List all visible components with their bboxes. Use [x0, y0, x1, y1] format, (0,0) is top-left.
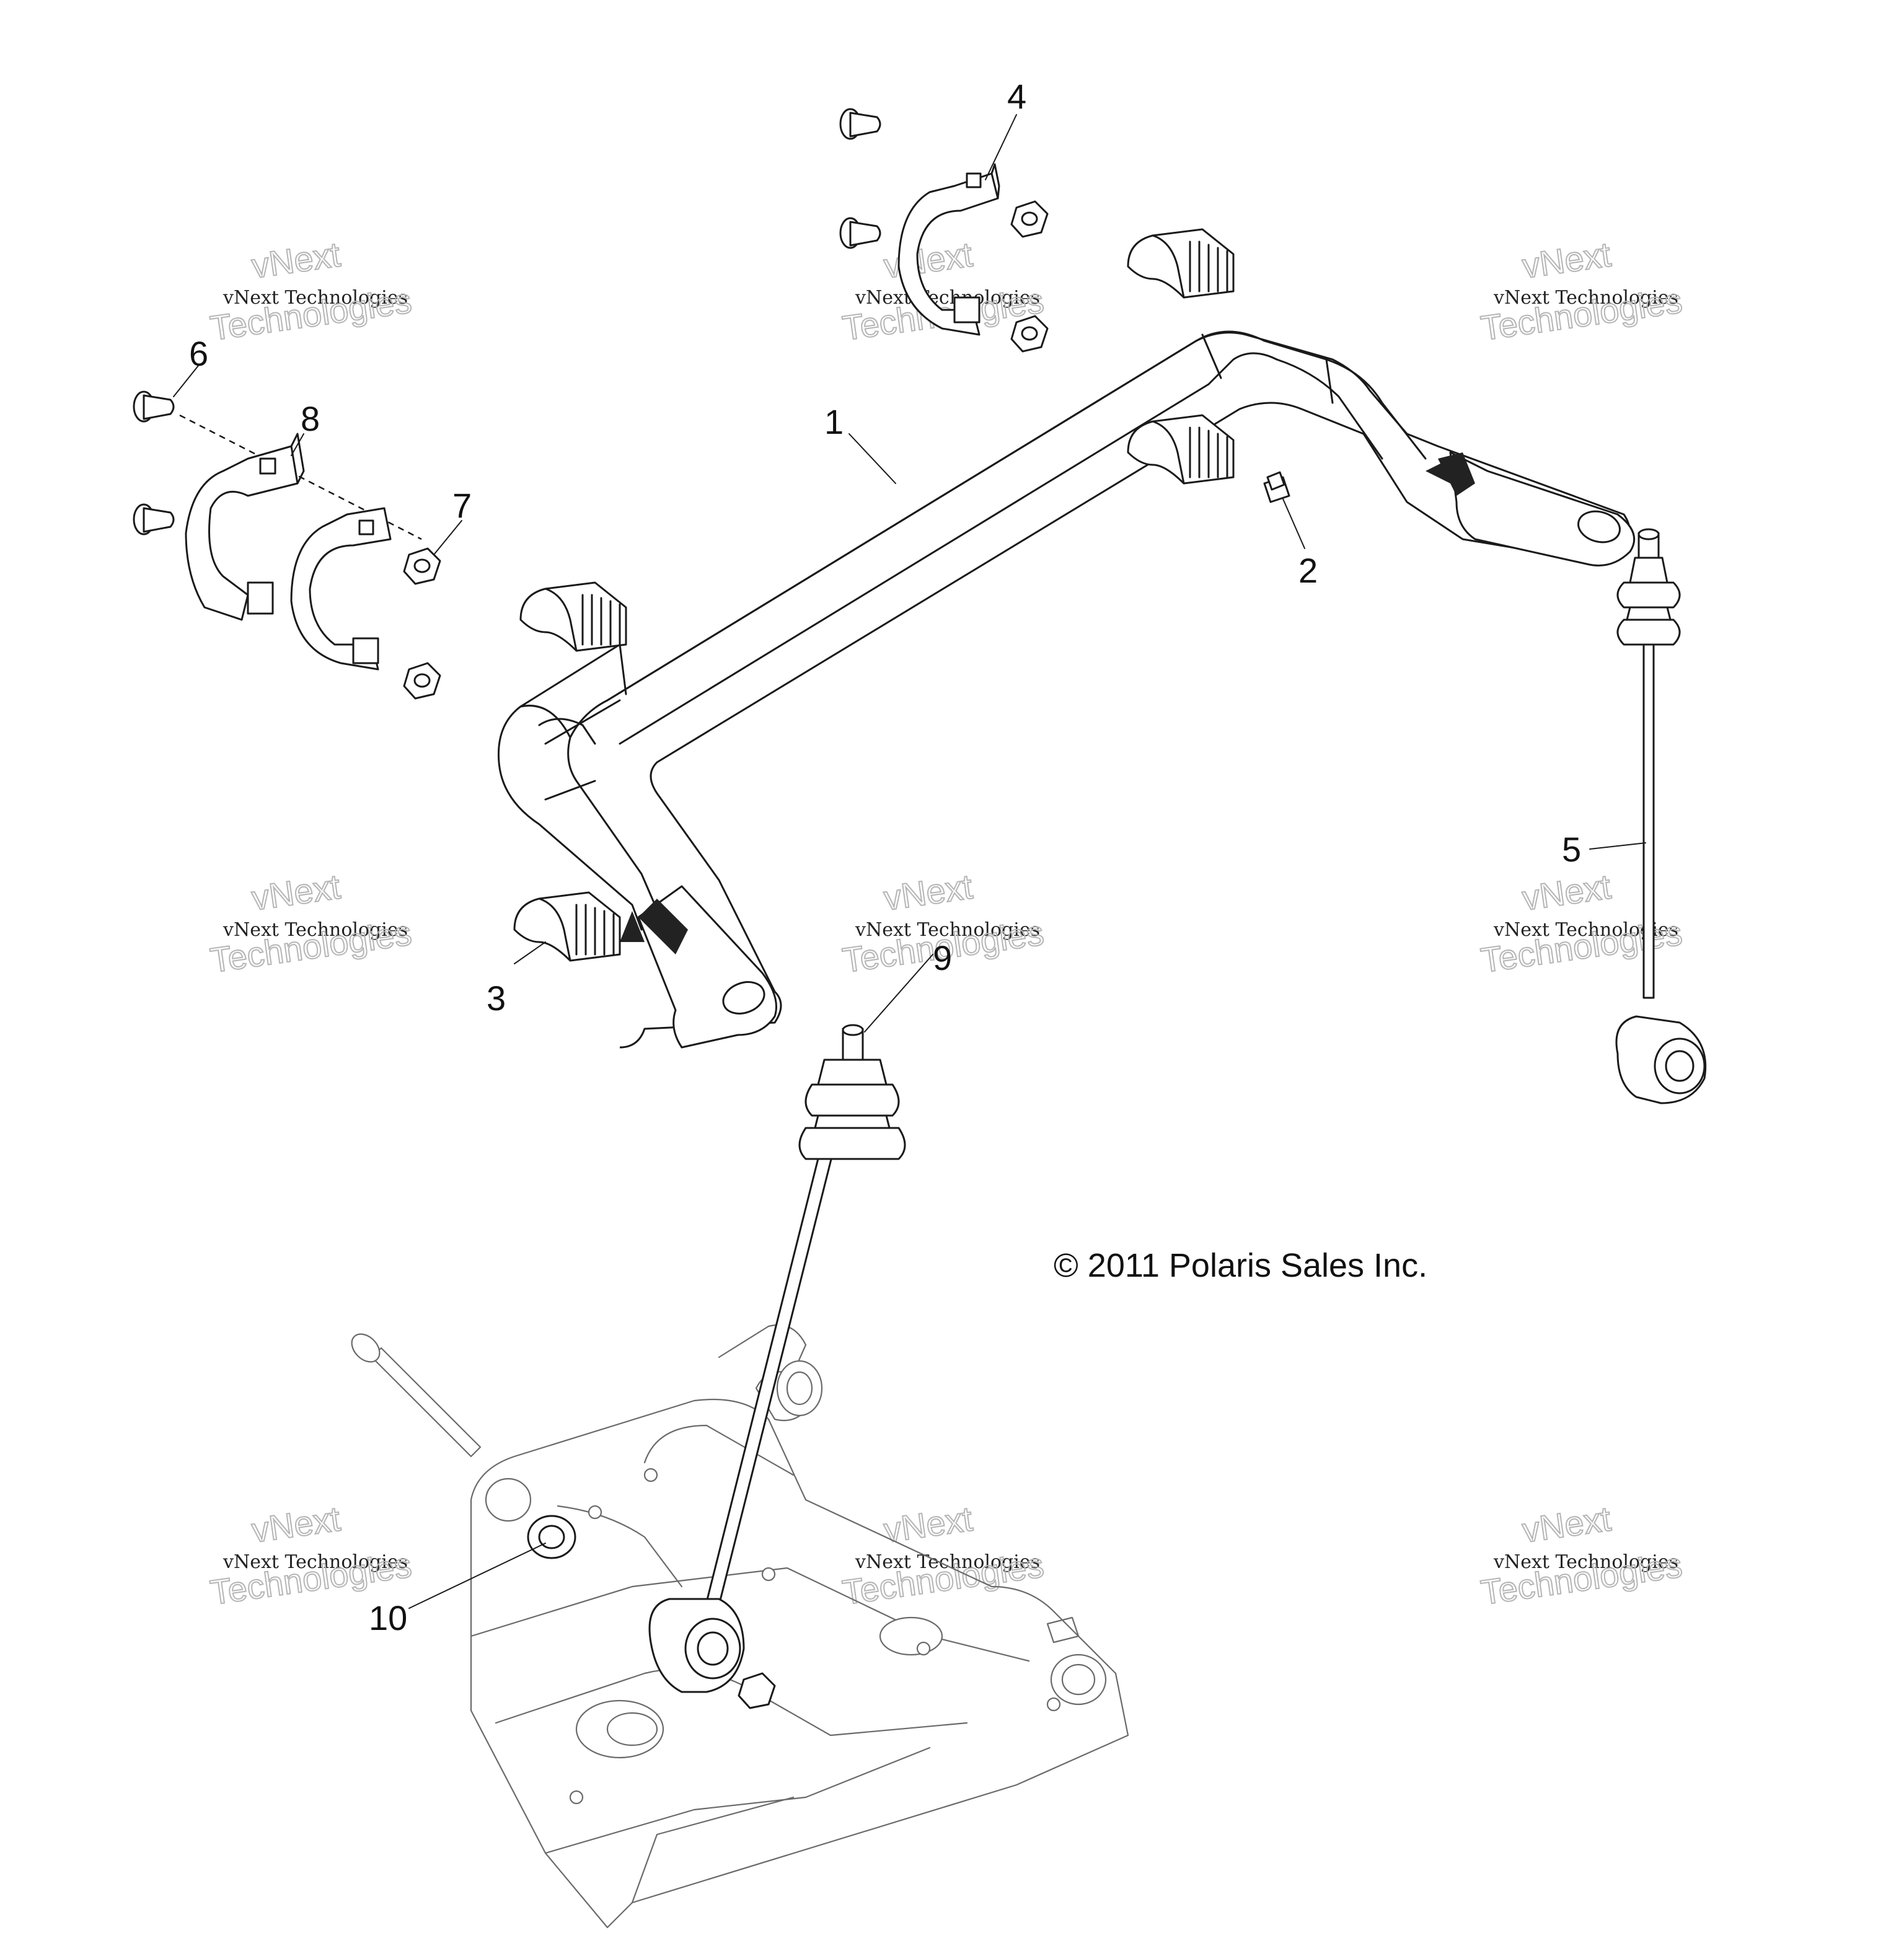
watermark: vNext vNext Technologies Technologies	[207, 1498, 414, 1613]
callout-9: 9	[933, 938, 952, 977]
bushing-3-lower-right	[1127, 414, 1235, 485]
watermark-line1: vNext	[249, 866, 343, 917]
leader-9	[864, 954, 933, 1033]
watermark: vNext vNext Technologies Technologies	[207, 866, 414, 980]
watermark-line1: vNext	[1520, 234, 1613, 285]
bushing-3-upper-left	[519, 581, 627, 652]
grease-fitting	[1046, 1616, 1080, 1644]
leader-2	[1282, 498, 1305, 549]
watermark: vNext vNext Technologies Technologies	[1478, 1498, 1685, 1613]
grease-fitting-2	[1263, 471, 1290, 503]
watermark-group: vNext vNext Technologies Technologies vN…	[207, 234, 1685, 1613]
leader-3	[514, 941, 546, 964]
callout-8: 8	[301, 399, 320, 438]
leader-7	[433, 520, 462, 555]
watermark-line1: vNext	[1520, 866, 1613, 917]
watermark-line1: vNext	[881, 234, 975, 285]
nut-upper-1	[1010, 200, 1049, 238]
stabilizer-bar	[497, 330, 1636, 1049]
lower-control-arm	[351, 1324, 1129, 1929]
watermark: vNext vNext Technologies Technologies	[839, 1498, 1046, 1613]
clamp-left-assembly	[133, 390, 441, 700]
watermark-line1: vNext	[249, 1499, 343, 1549]
leader-5	[1589, 842, 1646, 850]
clamp-upper-assembly	[839, 108, 1049, 353]
bar-left-end	[620, 885, 777, 1049]
bolt-upper-2	[839, 217, 881, 249]
watermark-line2: vNext Technologies	[855, 287, 1040, 309]
clamp-8-rear	[185, 433, 305, 621]
clamp-4	[897, 163, 1000, 336]
bolt-6-upper	[133, 390, 175, 423]
copyright-text: © 2011 Polaris Sales Inc.	[1054, 1247, 1427, 1284]
nut-upper-2	[1010, 315, 1049, 353]
bar-right-end	[1426, 451, 1636, 566]
watermark-line2: vNext Technologies	[1493, 1551, 1678, 1573]
leader-10	[408, 1543, 546, 1609]
callout-7: 7	[452, 486, 472, 525]
callout-10: 10	[369, 1598, 407, 1637]
nut-7-lower	[403, 662, 441, 700]
link-rod-5	[1615, 528, 1707, 1104]
leader-8	[291, 433, 304, 456]
link-rod-9	[648, 1024, 906, 1709]
pivot-bolt	[351, 1333, 482, 1458]
watermark-line1: vNext	[249, 234, 343, 285]
watermark-line2: vNext Technologies	[855, 919, 1040, 941]
bushing-3-lower-left	[513, 891, 621, 962]
watermark-line2: vNext Technologies	[223, 287, 408, 309]
leader-6	[173, 365, 199, 397]
watermark-line1: vNext	[1520, 1499, 1613, 1549]
nut-7-upper	[403, 547, 441, 585]
leader-4	[985, 114, 1017, 180]
leader-1	[848, 433, 896, 484]
leader-lines	[173, 114, 1646, 1609]
watermark-line1: vNext	[881, 866, 975, 917]
callout-1: 1	[824, 402, 844, 441]
callout-6: 6	[189, 334, 208, 373]
callout-5: 5	[1562, 830, 1581, 869]
clamp-front	[290, 507, 392, 671]
watermark: vNext vNext Technologies Technologies	[207, 234, 414, 348]
bolt-upper-1	[839, 108, 881, 140]
watermark-line2: vNext Technologies	[223, 1551, 408, 1573]
watermark-line2: vNext Technologies	[855, 1551, 1040, 1573]
bushing-10	[527, 1515, 576, 1559]
bolt-6-lower	[133, 503, 175, 535]
watermark: vNext vNext Technologies Technologies	[1478, 234, 1685, 348]
callout-4: 4	[1007, 77, 1026, 116]
watermark-line2: vNext Technologies	[223, 919, 408, 941]
bushing-3-upper-right	[1127, 228, 1235, 299]
callout-2: 2	[1298, 551, 1318, 590]
callouts: 1 2 3 4 5 6 7 8 9 10	[189, 77, 1581, 1637]
watermark-line2: vNext Technologies	[1493, 287, 1678, 309]
callout-3: 3	[487, 979, 506, 1018]
